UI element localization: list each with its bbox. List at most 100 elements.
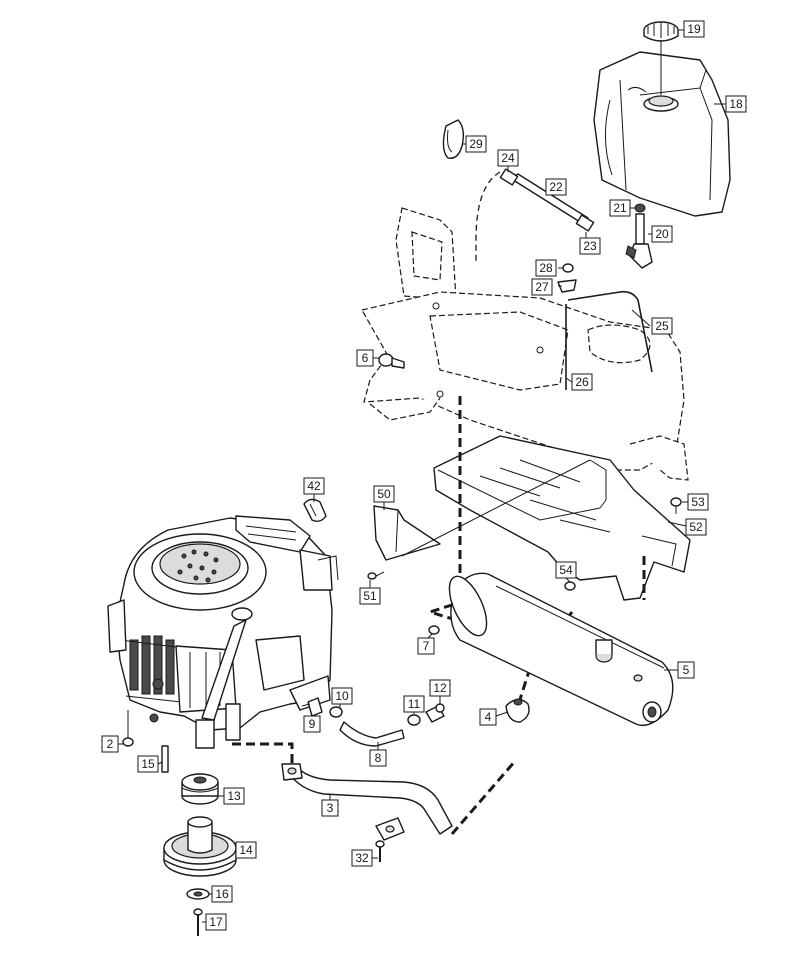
svg-text:9: 9 (309, 717, 316, 731)
baffle-shield (373, 505, 441, 561)
fuel-tank (593, 51, 731, 217)
callout-32: 32 (351, 849, 373, 867)
heat-shield (433, 435, 691, 601)
svg-text:25: 25 (655, 319, 669, 333)
callout-13: 13 (223, 787, 245, 805)
nut-7 (428, 625, 440, 635)
callout-51: 51 (359, 587, 381, 605)
svg-text:11: 11 (408, 697, 421, 711)
callout-23: 23 (579, 237, 601, 255)
shaft-key (161, 745, 169, 773)
svg-text:50: 50 (377, 487, 391, 501)
callout-4: 4 (479, 708, 497, 726)
svg-text:23: 23 (583, 239, 597, 253)
svg-text:16: 16 (215, 887, 229, 901)
callout-2: 2 (101, 735, 119, 753)
svg-text:6: 6 (362, 351, 369, 365)
cable-tie (442, 119, 465, 159)
callout-7: 7 (417, 637, 435, 655)
svg-text:21: 21 (613, 201, 627, 215)
clamp-10 (329, 706, 343, 718)
svg-text:52: 52 (689, 520, 703, 534)
svg-text:14: 14 (239, 843, 253, 857)
callout-12: 12 (429, 679, 451, 697)
clamp-11 (407, 714, 421, 726)
exhaust-pipe (281, 763, 453, 835)
svg-text:15: 15 (141, 757, 155, 771)
fitting-12 (425, 703, 445, 723)
svg-text:54: 54 (559, 563, 573, 577)
callout-42: 42 (303, 477, 325, 495)
callout-18: 18 (725, 95, 747, 113)
svg-text:3: 3 (327, 801, 334, 815)
callout-26: 26 (571, 373, 593, 391)
svg-text:2: 2 (107, 737, 114, 751)
bolt-2 (122, 710, 134, 747)
bolt-32 (375, 840, 385, 862)
callout-20: 20 (651, 225, 673, 243)
clip-42 (303, 498, 327, 523)
svg-text:10: 10 (335, 689, 349, 703)
callout-27: 27 (531, 278, 553, 296)
callout-24: 24 (497, 149, 519, 167)
svg-text:18: 18 (729, 97, 743, 111)
svg-text:13: 13 (227, 789, 241, 803)
callout-25: 25 (651, 317, 673, 335)
fitting-9 (301, 697, 323, 717)
engine (107, 515, 339, 749)
callout-16: 16 (211, 885, 233, 903)
frame-outline (361, 207, 689, 481)
callout-54: 54 (555, 561, 577, 579)
callout-29: 29 (465, 135, 487, 153)
callout-53: 53 (687, 493, 709, 511)
svg-text:12: 12 (433, 681, 447, 695)
callout-9: 9 (303, 715, 321, 733)
bolt-6 (378, 353, 405, 369)
svg-text:32: 32 (355, 851, 369, 865)
muffler (448, 572, 674, 727)
exhaust-clamp (505, 698, 530, 723)
fuel-cap (643, 21, 679, 42)
svg-text:20: 20 (655, 227, 669, 241)
fuel-hose-8 (339, 721, 405, 747)
svg-text:51: 51 (363, 589, 377, 603)
callout-10: 10 (331, 687, 353, 705)
pulley-13 (181, 773, 219, 805)
callout-17: 17 (205, 913, 227, 931)
bolt-53 (670, 497, 682, 514)
svg-text:19: 19 (687, 22, 701, 36)
callout-22: 22 (545, 178, 567, 196)
svg-text:4: 4 (485, 710, 492, 724)
pulley-14 (163, 816, 237, 877)
callout-52: 52 (685, 518, 707, 536)
fuel-valve (625, 203, 653, 269)
svg-text:8: 8 (375, 751, 382, 765)
nut-54 (564, 581, 576, 591)
callout-6: 6 (356, 349, 374, 367)
callout-28: 28 (535, 259, 557, 277)
svg-text:27: 27 (535, 280, 549, 294)
callout-15: 15 (137, 755, 159, 773)
svg-text:22: 22 (549, 180, 563, 194)
exhaust-flange (375, 817, 405, 841)
svg-text:42: 42 (307, 479, 321, 493)
bolt-17 (193, 908, 203, 936)
engine-fan-dots (177, 549, 219, 583)
screw-51 (367, 571, 385, 580)
callout-3: 3 (321, 799, 339, 817)
callout-5: 5 (677, 661, 695, 679)
throttle-rod (557, 263, 653, 390)
callout-8: 8 (369, 749, 387, 767)
svg-text:7: 7 (423, 639, 430, 653)
svg-text:17: 17 (209, 915, 223, 929)
svg-text:28: 28 (539, 261, 553, 275)
callout-14: 14 (235, 841, 257, 859)
svg-text:26: 26 (575, 375, 589, 389)
fuel-line (499, 168, 595, 232)
washer-16 (186, 888, 210, 900)
svg-text:5: 5 (683, 663, 690, 677)
svg-text:53: 53 (691, 495, 705, 509)
callout-19: 19 (683, 20, 705, 38)
callout-11: 11 (403, 695, 425, 713)
